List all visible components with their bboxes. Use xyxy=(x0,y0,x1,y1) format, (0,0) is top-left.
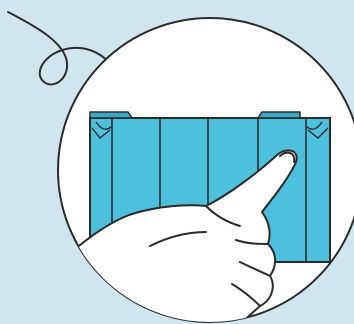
illustration-canvas xyxy=(0,0,354,324)
folding-step-illustration xyxy=(0,0,354,324)
